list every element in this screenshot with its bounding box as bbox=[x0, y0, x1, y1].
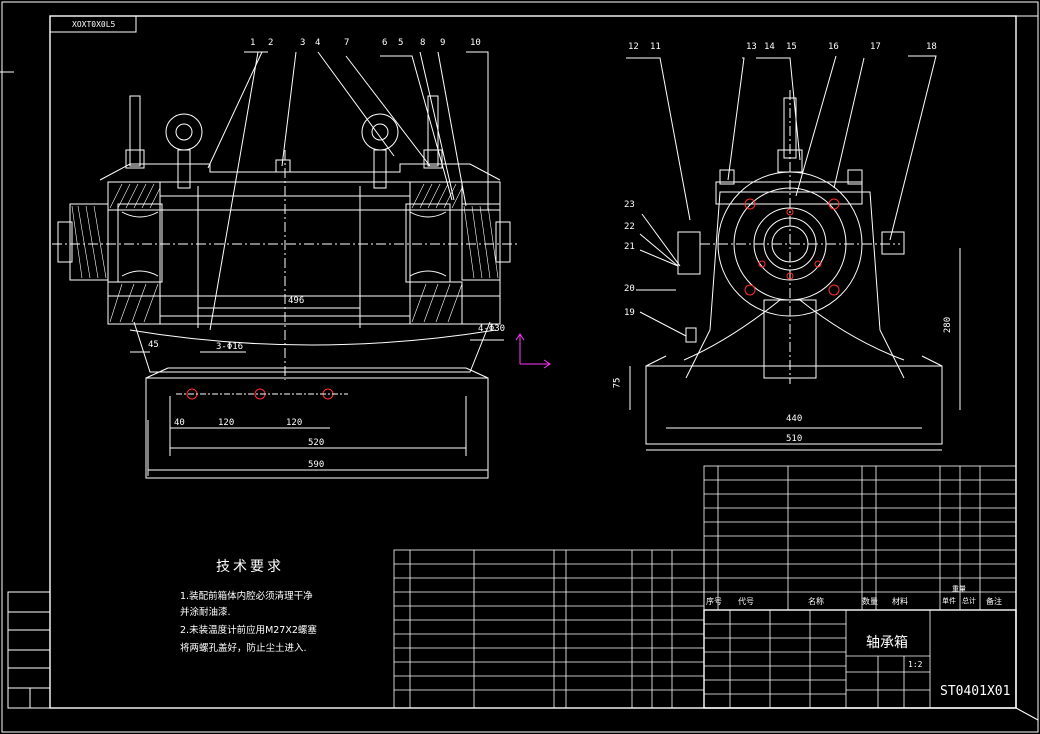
bom-header-no: 序号 bbox=[706, 597, 722, 606]
dim-120a: 120 bbox=[218, 418, 235, 428]
balloon-1: 1 bbox=[250, 38, 256, 48]
dim-75: 75 bbox=[612, 377, 623, 389]
balloon-16: 16 bbox=[828, 42, 839, 52]
balloon-6: 6 bbox=[382, 38, 388, 48]
balloon-8: 8 bbox=[420, 38, 426, 48]
balloon-15: 15 bbox=[786, 42, 797, 52]
frame-code: XOXT0X0L5 bbox=[72, 20, 116, 29]
dim-3-holes: 3-Φ16 bbox=[216, 342, 244, 352]
bom-header-single: 单件 bbox=[942, 597, 956, 605]
bom-header-total: 总计 bbox=[962, 597, 976, 605]
balloon-9: 9 bbox=[440, 38, 446, 48]
dim-590: 590 bbox=[308, 460, 325, 470]
tech-note-1: 1.装配前箱体内腔必须清理干净 bbox=[180, 591, 313, 602]
balloon-20: 20 bbox=[624, 284, 635, 294]
tech-note-3: 2.未装温度计前应用M27X2螺塞 bbox=[180, 625, 317, 636]
balloon-4: 4 bbox=[315, 38, 321, 48]
balloon-13: 13 bbox=[746, 42, 757, 52]
dim-510: 510 bbox=[786, 434, 803, 444]
bom-header-material: 材料 bbox=[892, 597, 908, 606]
ucs-axis-icon bbox=[515, 333, 551, 369]
balloon-3: 3 bbox=[300, 38, 306, 48]
balloon-10: 10 bbox=[470, 38, 481, 48]
tech-requirements-title: 技术要求 bbox=[216, 559, 284, 575]
parts-list-left bbox=[393, 549, 705, 709]
frame-code-box bbox=[49, 15, 137, 33]
balloon-17: 17 bbox=[870, 42, 881, 52]
scale-value: 1:2 bbox=[908, 660, 923, 669]
drawing-title: 轴承箱 bbox=[866, 635, 908, 651]
balloon-18: 18 bbox=[926, 42, 937, 52]
balloon-5: 5 bbox=[398, 38, 404, 48]
balloon-11: 11 bbox=[650, 42, 661, 52]
dim-440: 440 bbox=[786, 414, 803, 424]
tech-note-2: 并涂耐油漆. bbox=[180, 607, 231, 618]
balloon-2: 2 bbox=[268, 38, 274, 48]
balloon-22: 22 bbox=[624, 222, 635, 232]
parts-list-right bbox=[703, 465, 1017, 611]
bom-header-name: 名称 bbox=[808, 597, 824, 606]
bom-header-qty: 数量 bbox=[862, 597, 878, 606]
dim-280: 280 bbox=[943, 316, 954, 334]
dim-4-holes: 4-Φ30 bbox=[478, 324, 506, 334]
dim-45: 45 bbox=[148, 340, 159, 350]
balloon-7: 7 bbox=[344, 38, 350, 48]
tech-note-4: 将两螺孔盖好，防止尘土进入. bbox=[180, 643, 307, 654]
balloon-14: 14 bbox=[764, 42, 775, 52]
side-view bbox=[626, 55, 961, 451]
dim-120b: 120 bbox=[286, 418, 303, 428]
dim-496: 496 bbox=[288, 296, 305, 306]
balloon-19: 19 bbox=[624, 308, 635, 318]
bom-header-remark: 备注 bbox=[986, 597, 1002, 606]
bom-header-weight: 重量 bbox=[952, 585, 966, 593]
dim-520: 520 bbox=[308, 438, 325, 448]
dim-40: 40 bbox=[174, 418, 185, 428]
left-margin-table bbox=[7, 591, 51, 709]
title-block bbox=[703, 609, 1017, 709]
balloon-23: 23 bbox=[624, 200, 635, 210]
bom-header-code: 代号 bbox=[738, 597, 754, 606]
balloon-21: 21 bbox=[624, 242, 635, 252]
drawing-number: ST0401X01 bbox=[940, 684, 1011, 699]
front-view bbox=[52, 51, 520, 479]
balloon-12: 12 bbox=[628, 42, 639, 52]
